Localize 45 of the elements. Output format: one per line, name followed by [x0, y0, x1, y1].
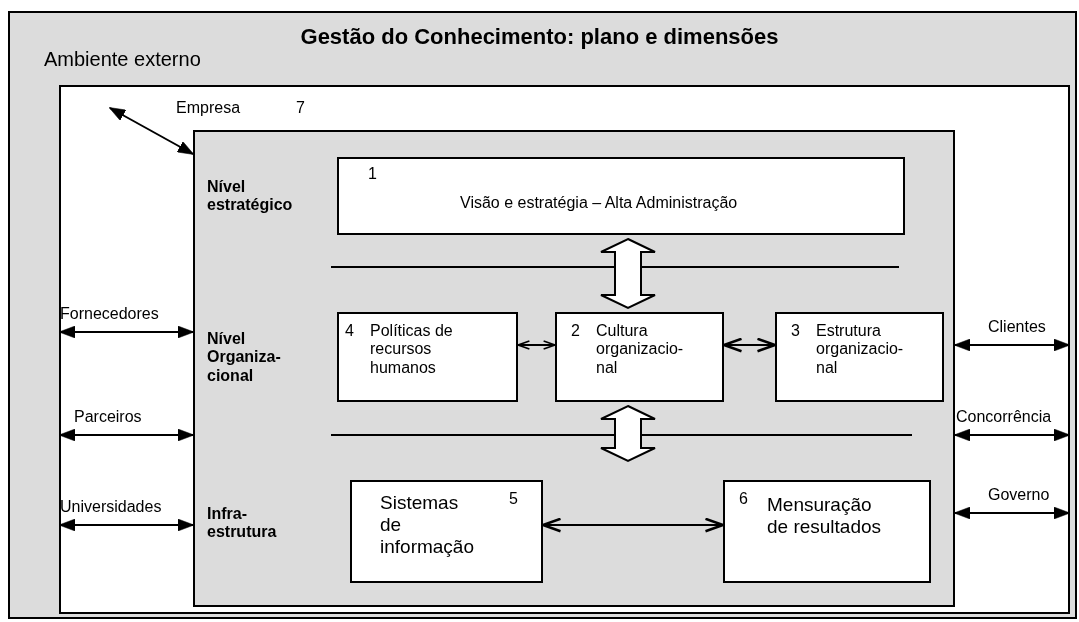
double-arrow — [953, 338, 1071, 352]
process-box — [723, 480, 931, 583]
box-text: Estrutura organizacio- nal — [816, 322, 905, 378]
box-text: Cultura organizacio- nal — [596, 322, 685, 378]
callout-number: 1 — [368, 165, 378, 184]
level-label: Infra- estrutura — [207, 505, 278, 542]
callout-number: 2 — [571, 322, 581, 341]
edge-label: Universidades — [60, 498, 162, 517]
double-arrow — [58, 518, 195, 532]
environment-boundary-box — [59, 85, 1070, 614]
process-box — [350, 480, 543, 583]
callout-number: 5 — [509, 490, 519, 509]
edge-label: Governo — [988, 486, 1050, 505]
callout-number: 3 — [791, 322, 801, 341]
double-block-arrow — [600, 404, 656, 463]
edge-label: Parceiros — [74, 408, 142, 427]
edge-label: Concorrência — [956, 408, 1052, 427]
double-block-arrow — [600, 237, 656, 310]
box-text: Sistemas de informação — [380, 492, 475, 558]
callout-number: 7 — [296, 99, 306, 118]
box-text: Mensuração de resultados — [767, 494, 883, 538]
environment-box — [8, 11, 1077, 619]
diagram-title: Gestão do Conhecimento: plano e dimensões — [300, 24, 779, 49]
double-arrow — [58, 325, 195, 339]
double-arrow — [953, 428, 1071, 442]
level-label: Nível Organiza- cional — [207, 330, 282, 386]
process-box — [555, 312, 724, 402]
double-arrow — [541, 517, 725, 533]
box-text: Visão e estratégia – Alta Administração — [460, 194, 739, 213]
box-text: Políticas de recursos humanos — [370, 322, 454, 378]
process-box — [775, 312, 944, 402]
callout-number: 6 — [739, 490, 749, 509]
double-arrow — [517, 340, 556, 350]
double-arrow — [953, 506, 1071, 520]
edge-label: Clientes — [988, 318, 1046, 337]
level-label: Nível estratégico — [207, 178, 294, 215]
double-arrow — [58, 428, 195, 442]
double-arrow — [722, 337, 777, 353]
double-arrow — [108, 107, 195, 155]
callout-number: 4 — [345, 322, 355, 341]
company-label: Empresa — [176, 99, 242, 118]
strategy-box — [337, 157, 905, 235]
process-box — [337, 312, 518, 402]
section-heading: Ambiente externo — [44, 48, 202, 71]
edge-label: Fornecedores — [60, 305, 159, 324]
